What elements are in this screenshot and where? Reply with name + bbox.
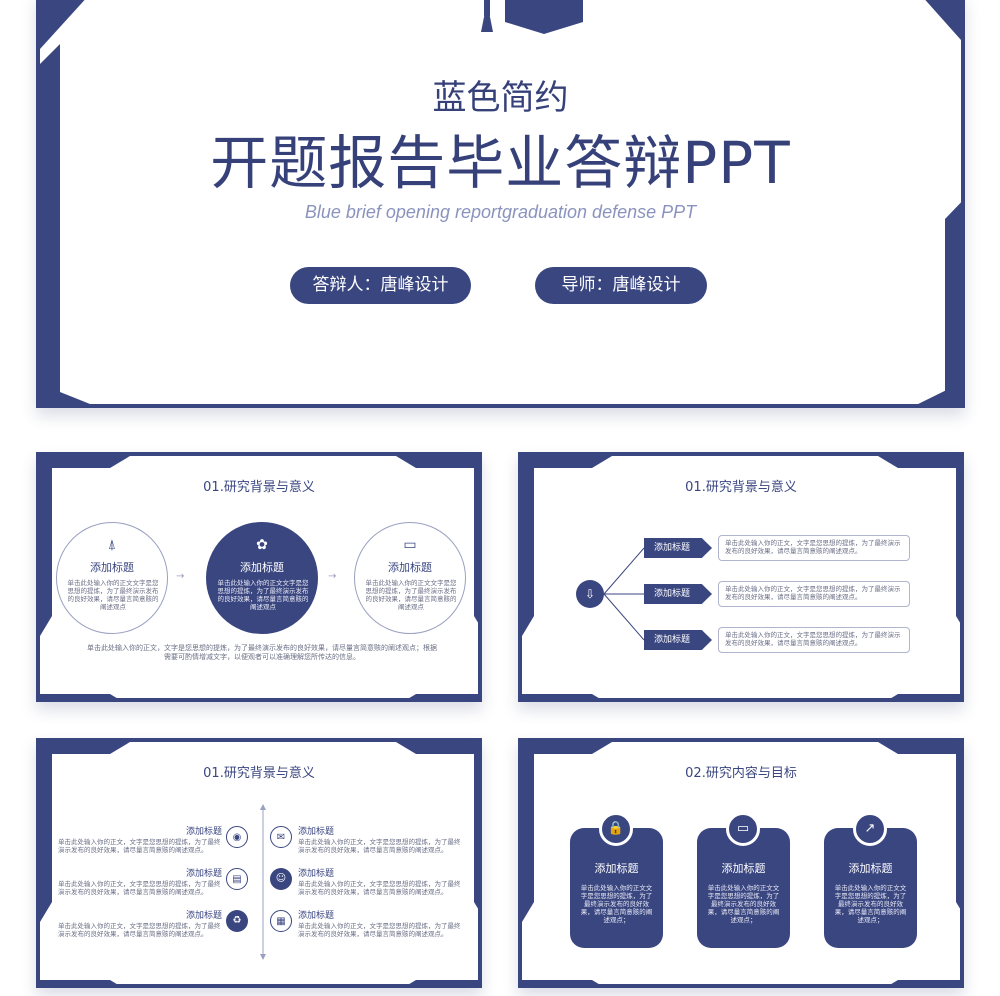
card-title: 添加标题 [848, 862, 893, 875]
cover-title: 开题报告毕业答辩PPT [210, 129, 791, 197]
card-text: 单击此处输入你的正文文字是您思想的提炼，为了最终演示发布的良好效果，请尽量言简意… [707, 884, 780, 924]
card-text: 单击此处输入你的正文文字是您思想的提炼，为了最终演示发布的良好效果，请尽量言简意… [580, 884, 653, 924]
cover-subtitle: 蓝色简约 [432, 78, 569, 118]
slide-research-content-goals[interactable]: 02.研究内容与目标 🔒 添加标题 单击此处输入你的正文文字是您思想的提炼，为了… [518, 738, 964, 988]
corner-decoration [40, 742, 478, 984]
lock-icon: 🔒 [599, 812, 633, 846]
slide-research-background-circles[interactable]: 01.研究背景与意义 ⍋ 添加标题 单击此处输入你的正文文字是您思想的提炼，为了… [36, 452, 482, 702]
item-text: 单击此处输入你的正文，文字是您思想的提炼，为了最终演示发布的良好效果，请尽量言简… [298, 838, 461, 854]
tassel-icon [484, 0, 490, 16]
circle-title: 添加标题 [388, 561, 432, 574]
presenter-pill: 答辩人：唐峰设计 [290, 267, 471, 304]
corner-decoration [522, 742, 960, 984]
item-text: 单击此处输入你的正文，文字是您思想的提炼，为了最终演示发布的良好效果，请尽量言简… [298, 880, 461, 896]
item-text: 单击此处输入你的正文，文字是您思想的提炼，为了最终演示发布的良好效果，请尽量言简… [58, 922, 221, 938]
circle-text: 单击此处输入你的正文文字是您思想的提炼，为了最终演示发布的良好效果，请尽量言简意… [365, 579, 457, 611]
branch-text-3: 单击此处输入你的正文，文字是您思想的提炼，为了最终演示发布的良好效果，请尽量言简… [718, 627, 910, 653]
item-title: 添加标题 [185, 869, 222, 879]
circle-text: 单击此处输入你的正文文字是您思想的提炼，为了最终演示发布的良好效果，请尽量言简意… [67, 579, 159, 611]
circle-card-3: ▭ 添加标题 单击此处输入你的正文文字是您思想的提炼，为了最终演示发布的良好效果… [354, 522, 466, 634]
download-icon: ⇩ [576, 580, 604, 608]
document-icon: ▤ [226, 868, 248, 890]
slide-title: 01.研究背景与意义 [685, 480, 797, 495]
corner-decoration [40, 0, 961, 404]
item-text: 单击此处输入你的正文，文字是您思想的提炼，为了最终演示发布的良好效果，请尽量言简… [58, 880, 221, 896]
item-title: 添加标题 [185, 827, 222, 837]
goal-card-2: ▭ 添加标题 单击此处输入你的正文文字是您思想的提炼，为了最终演示发布的良好效果… [697, 812, 790, 948]
branch-tag-3: 添加标题 [644, 630, 712, 650]
slide-title: 01.研究背景与意义 [203, 480, 315, 495]
circle-card-1: ⍋ 添加标题 单击此处输入你的正文文字是您思想的提炼，为了最终演示发布的良好效果… [56, 522, 168, 634]
chat-icon: ✉ [270, 826, 292, 848]
trend-icon: ↗ [853, 812, 887, 846]
item-text: 单击此处输入你的正文，文字是您思想的提炼，为了最终演示发布的良好效果，请尽量言简… [298, 922, 461, 938]
circle-title: 添加标题 [90, 561, 134, 574]
card-icon: ▭ [726, 812, 760, 846]
corner-decoration [522, 456, 960, 698]
arrow-icon: → [328, 571, 337, 582]
monitor-icon: ▭ [403, 537, 417, 553]
goal-card-3: ↗ 添加标题 单击此处输入你的正文文字是您思想的提炼，为了最终演示发布的良好效果… [824, 812, 917, 948]
cover-english-title: Blue brief opening reportgraduation defe… [304, 202, 697, 222]
item-text: 单击此处输入你的正文，文字是您思想的提炼，为了最终演示发布的良好效果，请尽量言简… [58, 838, 221, 854]
branch-text-2: 单击此处输入你的正文，文字是您思想的提炼，为了最终演示发布的良好效果，请尽量言简… [718, 581, 910, 607]
slide-research-background-branches[interactable]: 01.研究背景与意义 ⇩ 添加标题 单击此处输入你的正文，文字是您思想的提炼，为… [518, 452, 964, 702]
card-title: 添加标题 [721, 862, 766, 875]
location-icon: ◉ [226, 826, 248, 848]
slide-title: 02.研究内容与目标 [685, 766, 797, 781]
tassel-end-icon [481, 14, 493, 32]
item-title: 添加标题 [298, 869, 335, 879]
slide-title: 01.研究背景与意义 [203, 766, 315, 781]
item-title: 添加标题 [185, 911, 222, 921]
cover-slide[interactable]: 蓝色简约 开题报告毕业答辩PPT Blue brief opening repo… [36, 0, 965, 408]
item-title: 添加标题 [298, 911, 335, 921]
card-title: 添加标题 [594, 862, 639, 875]
branch-tag-1: 添加标题 [644, 538, 712, 558]
arrow-icon: → [176, 571, 185, 582]
goal-card-1: 🔒 添加标题 单击此处输入你的正文文字是您思想的提炼，为了最终演示发布的良好效果… [570, 812, 663, 948]
recycle-icon: ♻ [226, 910, 248, 932]
circle-card-2: ✿ 添加标题 单击此处输入你的正文文字是您思想的提炼，为了最终演示发布的良好效果… [206, 522, 318, 634]
circle-title: 添加标题 [240, 561, 284, 574]
branch-text-1: 单击此处输入你的正文，文字是您思想的提炼，为了最终演示发布的良好效果，请尽量言简… [718, 535, 910, 561]
item-title: 添加标题 [298, 827, 335, 837]
branch-tag-2: 添加标题 [644, 584, 712, 604]
advisor-pill: 导师：唐峰设计 [535, 267, 707, 304]
card-text: 单击此处输入你的正文文字是您思想的提炼，为了最终演示发布的良好效果，请尽量言简意… [834, 884, 907, 924]
corner-decoration [40, 456, 478, 698]
calendar-icon: ▦ [270, 910, 292, 932]
slide-footer-text: 单击此处输入你的正文，文字是您思想的提炼，为了最终演示发布的良好效果，请尽量言简… [87, 644, 437, 661]
slide-research-background-timeline[interactable]: 01.研究背景与意义 添加标题 ◉ 单击此处输入你的正文，文字是您思想的提炼，为… [36, 738, 482, 988]
flower-icon: ✿ [256, 537, 268, 553]
person-icon: ☺ [270, 868, 292, 890]
bell-icon: ⍋ [107, 537, 117, 553]
circle-text: 单击此处输入你的正文文字是您思想的提炼，为了最终演示发布的良好效果，请尽量言简意… [217, 579, 309, 611]
